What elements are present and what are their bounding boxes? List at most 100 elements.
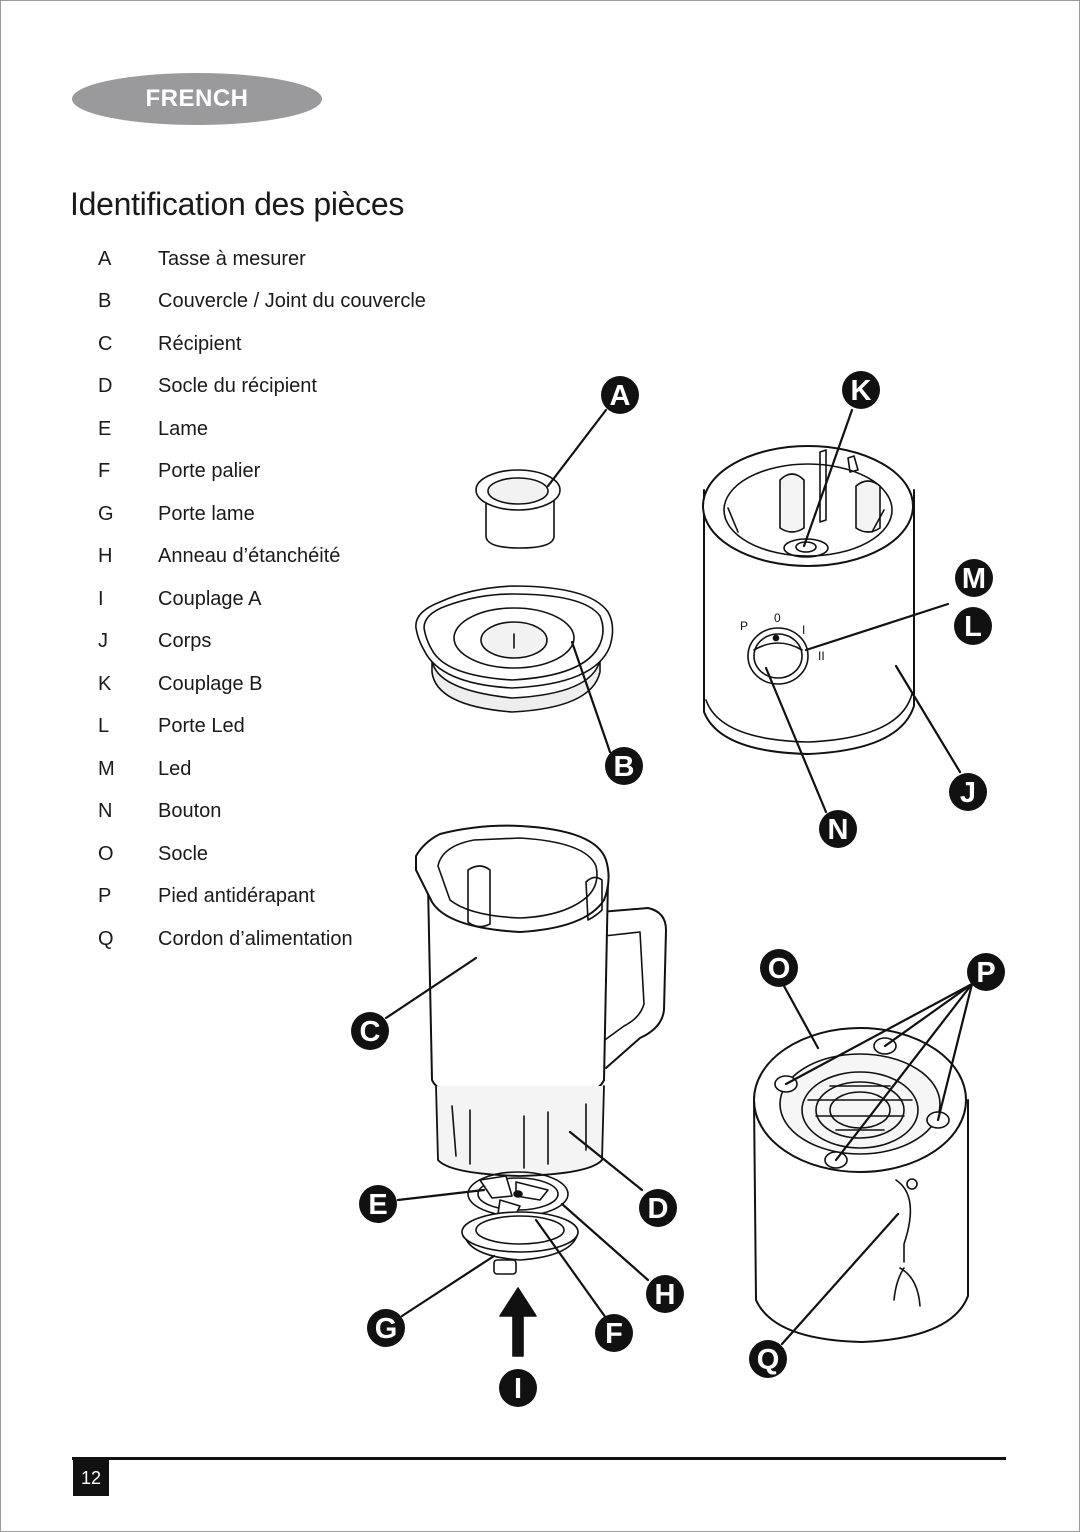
parts-list-item: J Corps (98, 621, 426, 664)
part-name: Bouton (158, 800, 222, 823)
callout-letter: B (614, 751, 635, 783)
callout-h: H (646, 1275, 684, 1313)
callout-letter: M (962, 563, 986, 595)
part-name: Lame (158, 417, 209, 440)
footer-rule (72, 1457, 1006, 1460)
parts-list-item: E Lame (98, 408, 426, 451)
leader-lines (384, 408, 974, 1346)
part-name: Couplage B (158, 672, 263, 695)
callout-letter: C (360, 1016, 381, 1048)
callout-c: C (351, 1012, 389, 1050)
coupling-arrow-icon (499, 1287, 537, 1357)
part-name: Tasse à mesurer (158, 247, 306, 270)
callout-letter: K (851, 375, 872, 407)
callout-letter: H (655, 1279, 676, 1311)
part-name: Pied antidérapant (158, 885, 315, 908)
lid-illustration (415, 585, 614, 713)
callout-letter: D (648, 1193, 669, 1225)
page-title: Identification des pièces (70, 186, 405, 222)
part-name: Couvercle / Joint du couvercle (158, 290, 426, 313)
callout-letter: J (960, 777, 976, 809)
part-name: Socle du récipient (158, 375, 317, 398)
measuring-cup-illustration (475, 469, 561, 549)
callout-m: M (955, 559, 993, 597)
callout-e: E (359, 1185, 397, 1223)
part-letter: P (98, 885, 112, 908)
parts-list-item: P Pied antidérapant (98, 876, 426, 919)
callout-letter: N (828, 814, 849, 846)
switch-mark-zero: 0 (774, 611, 781, 625)
callout-b: B (605, 747, 643, 785)
motor-body-illustration: P 0 I II (702, 445, 915, 755)
parts-list-item: I Couplage A (98, 578, 426, 621)
part-letter: O (98, 842, 114, 865)
callout-o: O (760, 949, 798, 987)
part-name: Porte lame (158, 502, 255, 525)
callout-letter: L (964, 611, 982, 643)
part-name: Corps (158, 630, 212, 653)
switch-mark-one: I (802, 623, 805, 637)
part-letter: A (98, 247, 112, 270)
part-letter: F (98, 460, 111, 483)
part-name: Récipient (158, 332, 242, 355)
part-name: Led (158, 757, 192, 780)
part-letter: I (98, 587, 104, 610)
callout-letter: Q (757, 1344, 780, 1376)
part-letter: C (98, 332, 113, 355)
part-name: Couplage A (158, 587, 262, 610)
page-number: 12 (73, 1460, 109, 1496)
part-letter: M (98, 757, 115, 780)
callout-letter: E (368, 1189, 387, 1221)
callout-p: P (967, 953, 1005, 991)
callout-j: J (949, 773, 987, 811)
callout-letter: I (514, 1373, 522, 1405)
callout-n: N (819, 810, 857, 848)
language-tab-label: FRENCH (145, 85, 249, 112)
callout-k: K (842, 371, 880, 409)
part-name: Socle (158, 842, 209, 865)
parts-list-item: G Porte lame (98, 493, 426, 536)
part-letter: H (98, 545, 113, 568)
part-name: Anneau d’étanchéité (158, 545, 341, 568)
parts-list-item: H Anneau d’étanchéité (98, 536, 426, 579)
callout-q: Q (749, 1340, 787, 1378)
parts-list-item: Q Cordon d’alimentation (98, 918, 426, 961)
callout-d: D (639, 1189, 677, 1227)
callout-letter: F (605, 1318, 623, 1350)
parts-list-item: N Bouton (98, 791, 426, 834)
language-tab: FRENCH (72, 73, 322, 125)
parts-list-item: O Socle (98, 833, 426, 876)
callout-a: A (601, 376, 639, 414)
part-letter: N (98, 800, 113, 823)
parts-list-item: A Tasse à mesurer (98, 238, 426, 281)
switch-mark-two: II (818, 649, 825, 663)
parts-list-item: L Porte Led (98, 706, 426, 749)
part-letter: B (98, 290, 112, 313)
parts-list-item: M Led (98, 748, 426, 791)
part-letter: E (98, 417, 112, 440)
part-name: Porte Led (158, 715, 245, 738)
parts-list-item: F Porte palier (98, 451, 426, 494)
part-letter: G (98, 502, 114, 525)
callout-i: I (499, 1369, 537, 1407)
part-name: Porte palier (158, 460, 261, 483)
parts-list-item: C Récipient (98, 323, 426, 366)
callout-l: L (954, 607, 992, 645)
callout-letter: P (976, 957, 995, 989)
part-letter: Q (98, 927, 114, 950)
part-letter: D (98, 375, 113, 398)
callout-letter: G (375, 1313, 398, 1345)
motor-base-illustration (753, 1027, 969, 1343)
part-name: Cordon d’alimentation (158, 927, 353, 950)
switch-mark-p: P (740, 619, 748, 633)
jug-illustration (415, 824, 667, 1177)
callout-g: G (367, 1309, 405, 1347)
callout-letter: O (768, 953, 791, 985)
part-letter: J (98, 630, 108, 653)
parts-list: A Tasse à mesurer B Couvercle / Joint du c… (98, 238, 426, 961)
parts-list-item: D Socle du récipient (98, 366, 426, 409)
callout-letter: A (610, 380, 631, 412)
part-letter: L (98, 715, 110, 738)
